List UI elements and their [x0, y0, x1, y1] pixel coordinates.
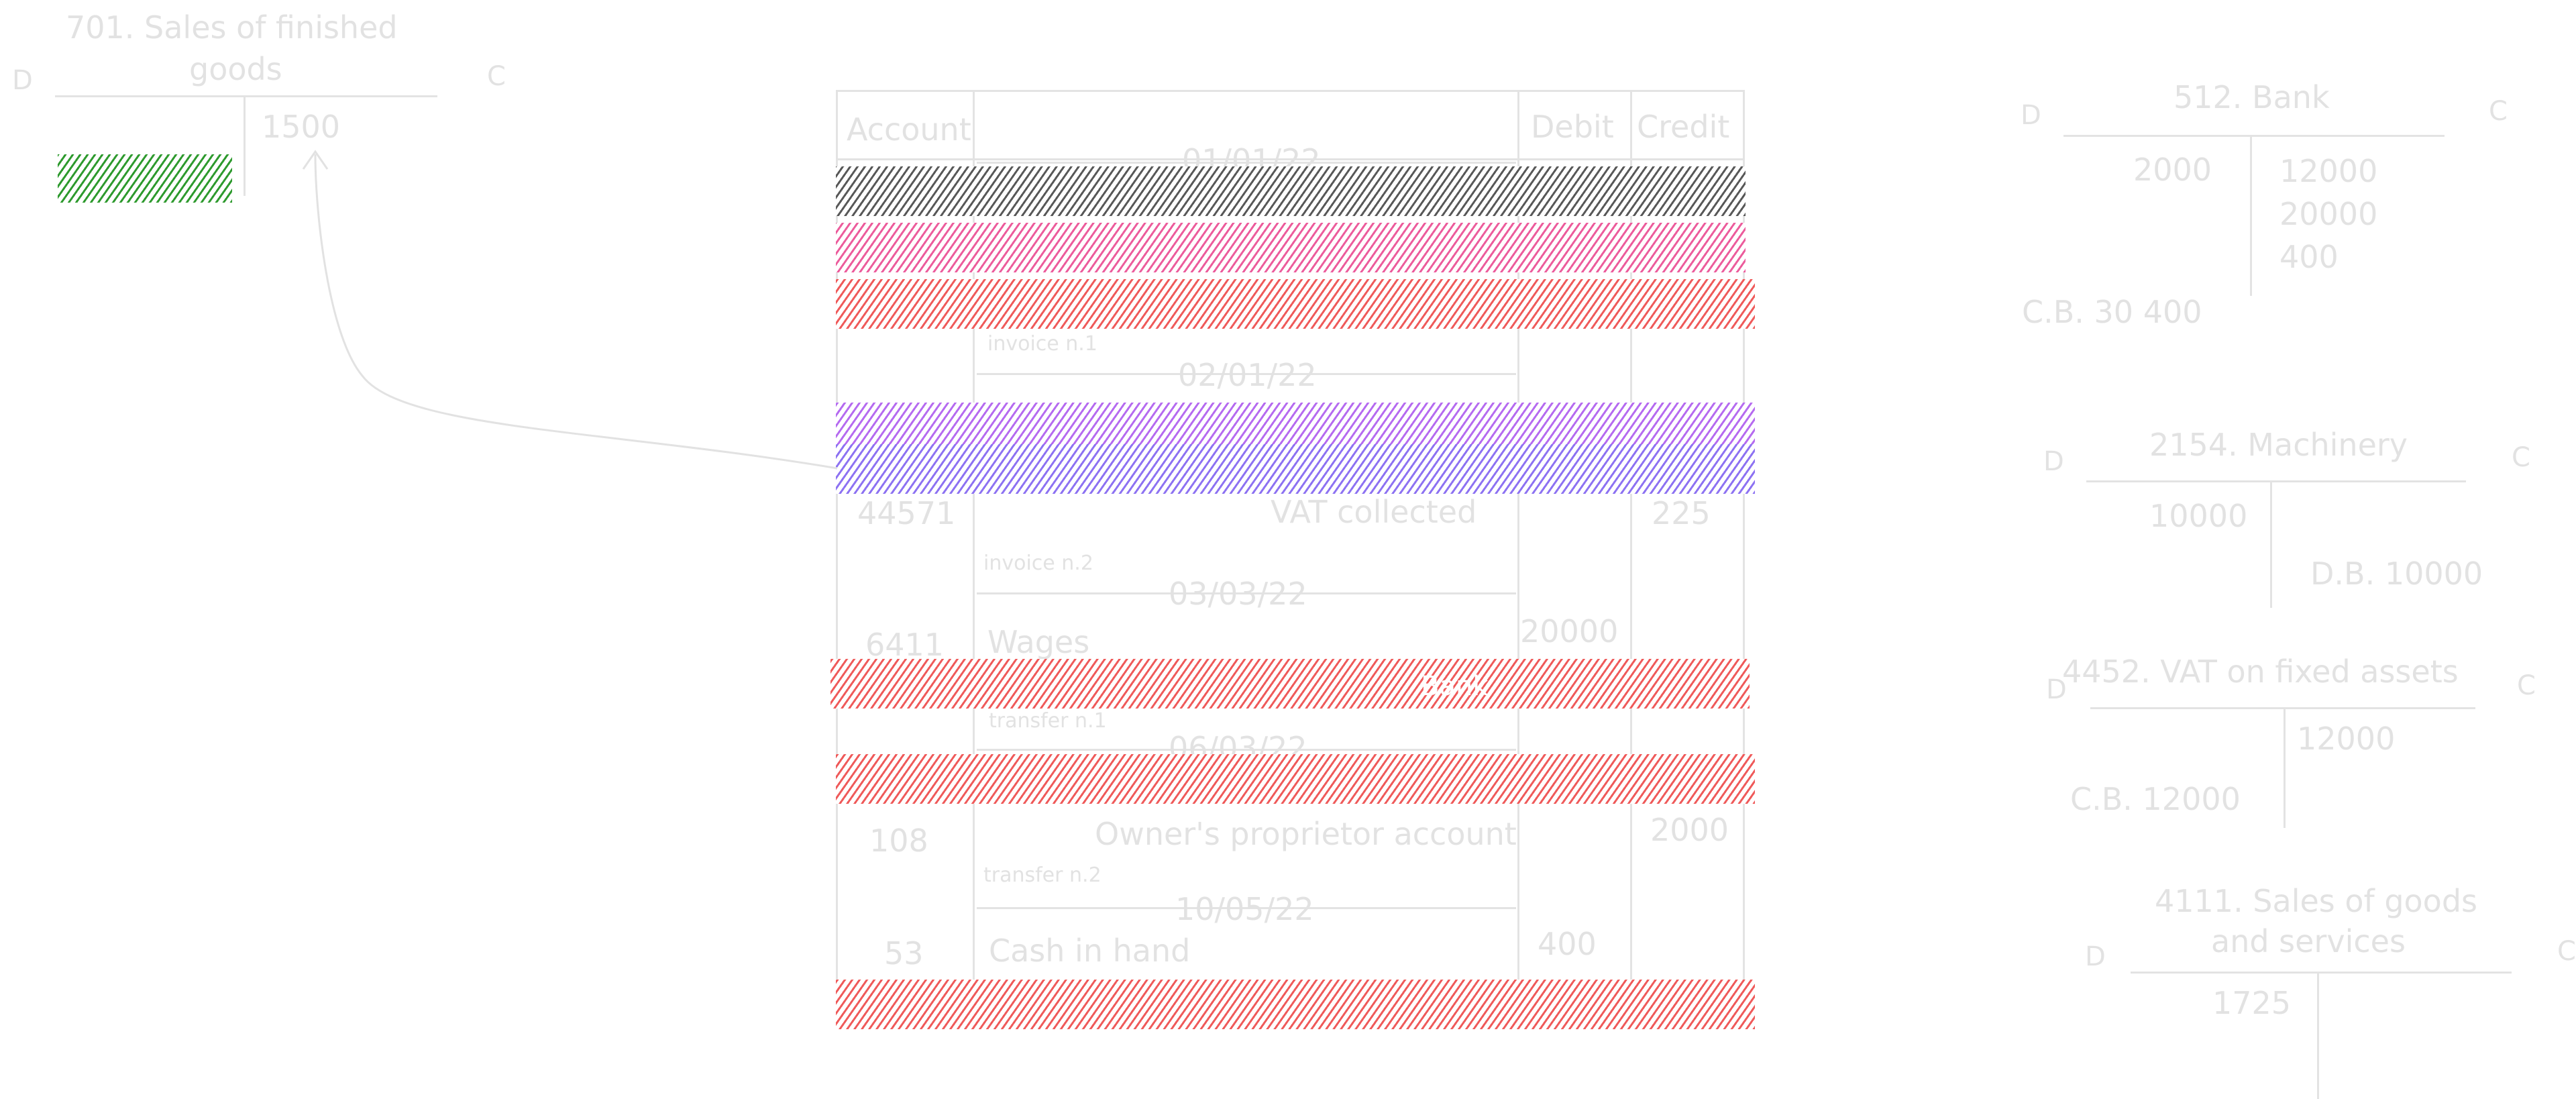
t-account-credit-value: 1500: [262, 109, 341, 145]
band-label-bank: Bank: [1421, 671, 1489, 702]
note-transfer-1: transfer n.1: [989, 709, 1107, 733]
t-account-debit-label: D: [2021, 100, 2041, 131]
table-border-top: [836, 90, 1744, 92]
header-credit: Credit: [1637, 109, 1730, 145]
t-account-balance: C.B. 30 400: [2022, 294, 2202, 330]
t-account-title: and services: [2211, 923, 2406, 959]
t-account-credit-label: C: [2517, 670, 2536, 701]
t-account-debit-label: D: [12, 65, 33, 96]
table-border-left: [836, 90, 838, 1025]
row-account: 53: [884, 935, 924, 972]
t-account-stem: [244, 95, 246, 196]
row-credit: 2000: [1650, 812, 1729, 848]
date-5: 10/05/22: [1175, 891, 1314, 927]
t-account-bar: [2090, 707, 2475, 709]
date-rule-2: [977, 373, 1516, 375]
date-3: 03/03/22: [1169, 576, 1307, 612]
highlight-row-red: Bank: [830, 659, 1750, 709]
t-account-debit-label: D: [2043, 446, 2064, 477]
t-account-balance: D.B. 10000: [2310, 556, 2483, 592]
t-account-debit-value: 10000: [2149, 498, 2248, 534]
note-transfer-2: transfer n.2: [983, 863, 1102, 887]
t-account-title: 701. Sales of finished: [66, 9, 398, 46]
highlight-row-purple: [836, 403, 1755, 452]
row-label: VAT collected: [1271, 494, 1477, 530]
row-account: 44571: [857, 495, 956, 531]
t-account-title: 4452. VAT on fixed assets: [2062, 653, 2459, 690]
row-account: 108: [869, 823, 928, 859]
table-border-right: [1743, 90, 1745, 1025]
t-account-debit-label: D: [2046, 674, 2067, 705]
row-label: Wages: [987, 624, 1090, 660]
t-account-title: 4111. Sales of goods: [2155, 883, 2477, 919]
t-account-credit-label: C: [2512, 442, 2530, 473]
t-account-balance: C.B. 12000: [2070, 781, 2241, 817]
t-account-bar: [2131, 972, 2512, 974]
t-account-stem: [2270, 480, 2272, 608]
highlight-row-red: [836, 980, 1755, 1029]
highlight-row-violet: [836, 444, 1755, 494]
t-account-credit-label: C: [487, 61, 506, 92]
date-rule-5: [977, 907, 1516, 909]
t-account-bar: [2063, 135, 2445, 137]
t-account-bar: [55, 95, 437, 97]
row-debit: 20000: [1520, 613, 1619, 649]
t-account-debit-label: D: [2085, 941, 2106, 972]
highlight-row-pink: [836, 223, 1746, 272]
t-account-title: goods: [189, 51, 282, 87]
t-account-title: 2154. Machinery: [2149, 427, 2408, 463]
row-label: Cash in hand: [989, 933, 1191, 969]
t-account-stem: [2250, 135, 2252, 296]
note-invoice-1: invoice n.1: [987, 332, 1097, 356]
table-col-credit: [1630, 90, 1632, 1025]
t-account-stem: [2317, 972, 2319, 1099]
date-rule-3: [977, 592, 1516, 594]
t-account-credit-label: C: [2557, 936, 2576, 967]
t-account-credit-value: 20000: [2279, 196, 2378, 232]
highlight-row-red: [836, 279, 1755, 329]
row-label: Owner's proprietor account: [1095, 816, 1517, 852]
highlight-debit-green: [58, 154, 232, 203]
t-account-debit-value: 1725: [2212, 985, 2292, 1021]
row-debit: 400: [1538, 926, 1597, 962]
note-invoice-2: invoice n.2: [983, 552, 1093, 575]
t-account-credit-label: C: [2489, 96, 2508, 127]
header-debit: Debit: [1531, 109, 1614, 145]
row-account: 6411: [865, 627, 945, 663]
t-account-credit-value: 400: [2279, 239, 2339, 275]
row-credit: 225: [1652, 495, 1711, 531]
table-header-underline: [836, 158, 1744, 160]
highlight-row-gray: [836, 166, 1746, 216]
t-account-stem: [2284, 707, 2286, 828]
t-account-debit-value: 2000: [2133, 152, 2212, 188]
date-rule-1: [977, 162, 1516, 164]
t-account-credit-value: 12000: [2279, 153, 2378, 189]
header-account: Account: [847, 111, 971, 148]
t-account-credit-value: 12000: [2297, 721, 2396, 757]
table-col-debit: [1517, 90, 1519, 1025]
table-col-account: [973, 90, 975, 1025]
t-account-bar: [2086, 480, 2466, 482]
highlight-row-red: [836, 754, 1755, 804]
t-account-title: 512. Bank: [2174, 79, 2330, 115]
date-rule-4: [977, 749, 1516, 751]
date-2: 02/01/22: [1178, 357, 1317, 393]
